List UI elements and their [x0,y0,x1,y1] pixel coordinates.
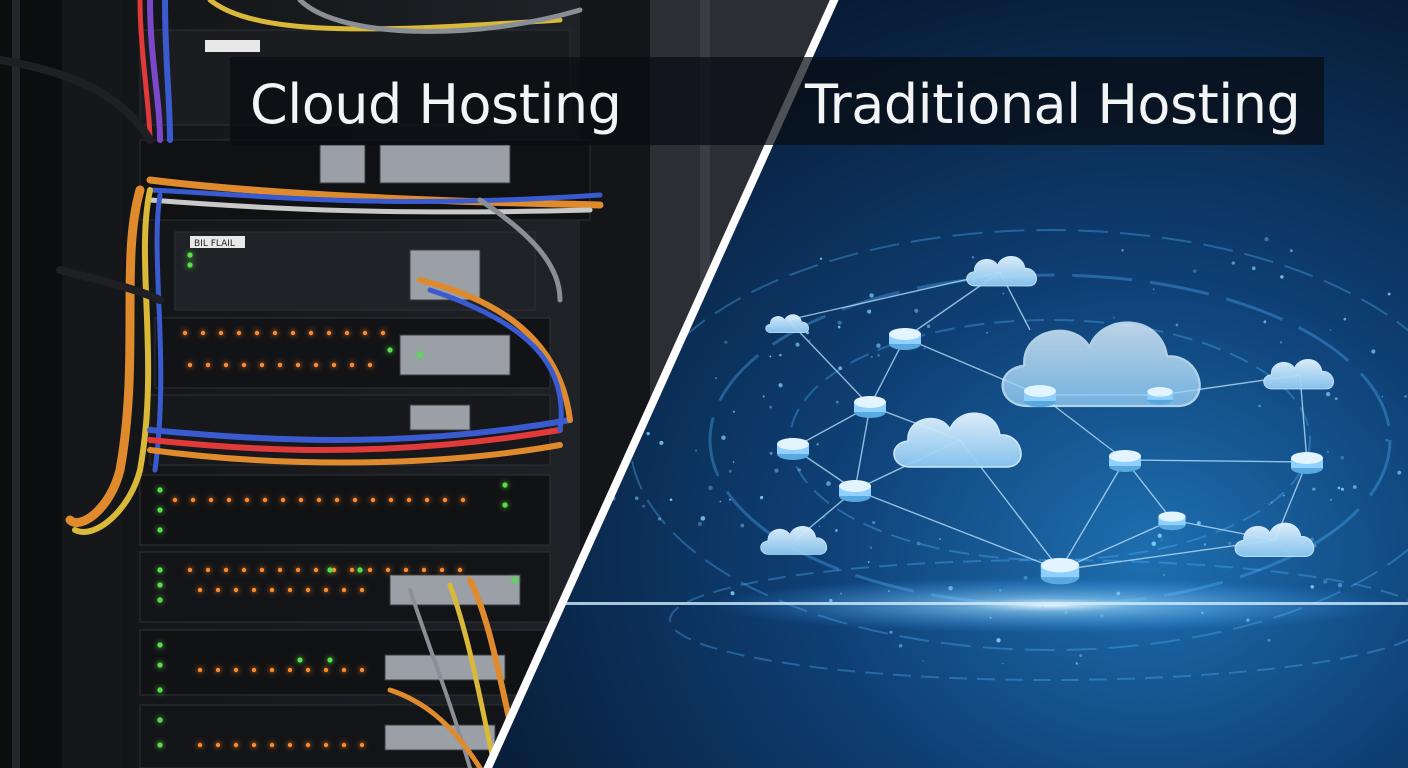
title-band [230,57,1324,145]
traditional-hosting-label: Traditional Hosting [805,73,1301,136]
cloud-hosting-label: Cloud Hosting [250,73,622,136]
rack-tag: BIL FLAIL [194,239,235,249]
